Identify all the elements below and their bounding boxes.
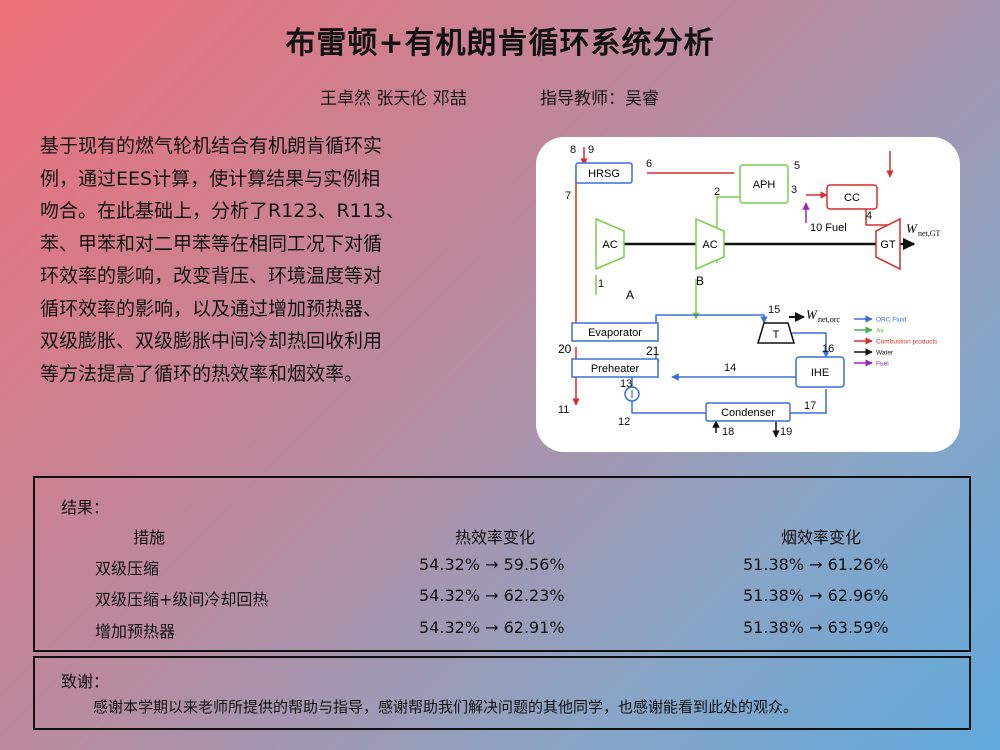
- gt-turbine: GT: [875, 217, 901, 271]
- acknowledgement-heading: 致谢：: [61, 672, 110, 691]
- svg-text:20: 20: [558, 342, 572, 356]
- hrsg-unit: HRSG: [575, 162, 633, 184]
- svg-text:8: 8: [570, 144, 576, 156]
- authors: 王卓然 张天伦 邓喆: [320, 89, 467, 109]
- condenser-unit: Condenser: [705, 402, 791, 422]
- svg-text:T: T: [773, 329, 780, 341]
- results-heading: 结果：: [61, 498, 110, 517]
- svg-text:16: 16: [822, 343, 834, 355]
- abstract-line: 双级膨胀、双级膨胀中间冷却热回收利用: [40, 330, 383, 352]
- svg-text:17: 17: [804, 400, 816, 412]
- abstract-line: 例，通过EES计算，使计算结果与实例相: [40, 167, 381, 190]
- svg-text:5: 5: [794, 160, 800, 172]
- exergy-change: 51.38% → 63.59%: [743, 618, 889, 637]
- abstract-line: 循环效率的影响，以及通过增加预热器、: [40, 297, 383, 320]
- acknowledgement-panel: 致谢： 感谢本学期以来老师所提供的帮助与指导，感谢帮助我们解决问题的其他同学，也…: [33, 656, 971, 730]
- legend-label: ORC Fluid: [876, 317, 907, 324]
- svg-text:HRSG: HRSG: [588, 168, 620, 180]
- pump: [624, 386, 640, 402]
- evaporator-unit: Evaporator: [571, 322, 659, 342]
- svg-text:19: 19: [780, 426, 792, 438]
- fuel-label: 10 Fuel: [810, 222, 847, 234]
- advisor: 指导教师：吴睿: [540, 89, 659, 109]
- ihe-unit: IHE: [795, 356, 845, 388]
- legend-label: Air: [876, 328, 885, 335]
- ac-high-pressure: AC: [695, 217, 725, 271]
- svg-text:9: 9: [588, 144, 594, 156]
- acknowledgement-text: 感谢本学期以来老师所提供的帮助与指导，感谢帮助我们解决问题的其他同学，也感谢能看…: [93, 698, 799, 716]
- thermal-change: 54.32% → 59.56%: [419, 555, 565, 574]
- thermal-change: 54.32% → 62.91%: [419, 618, 565, 637]
- svg-text:18: 18: [722, 426, 734, 438]
- exergy-change: 51.38% → 61.26%: [743, 555, 889, 574]
- ac-low-pressure: AC: [595, 217, 625, 271]
- column-header-thermal: 热效率变化: [455, 528, 536, 547]
- preheater-unit: Preheater: [571, 358, 659, 378]
- abstract-line: 吻合。在此基础上，分析了R123、R113、: [40, 200, 405, 222]
- row-measure: 双级压缩+级间冷却回热: [95, 590, 269, 609]
- svg-text:net,GT: net,GT: [918, 229, 941, 238]
- column-header-measure: 措施: [133, 528, 166, 547]
- row-measure: 双级压缩: [95, 559, 160, 578]
- column-header-exergy: 烟效率变化: [781, 528, 862, 547]
- cc-unit: CC: [826, 184, 878, 210]
- svg-text:Preheater: Preheater: [591, 363, 640, 375]
- svg-text:W: W: [906, 221, 918, 236]
- abstract-line: 基于现有的燃气轮机结合有机朗肯循环实: [40, 135, 383, 157]
- svg-text:13: 13: [620, 378, 632, 390]
- svg-text:11: 11: [558, 404, 569, 416]
- svg-text:15: 15: [768, 304, 780, 316]
- svg-text:7: 7: [565, 190, 571, 202]
- legend-label: Fuel: [876, 361, 889, 368]
- svg-text:4: 4: [866, 210, 872, 222]
- svg-text:B: B: [696, 274, 704, 288]
- svg-text:A: A: [626, 288, 634, 302]
- orc-turbine: T: [756, 322, 796, 344]
- abstract: 基于现有的燃气轮机结合有机朗肯循环实 例，通过EES计算，使计算结果与实例相 吻…: [40, 130, 480, 390]
- cycle-diagram: HRSG APH CC AC AC GT Evaporator Preheate…: [536, 137, 960, 452]
- poster-title: 布雷顿+有机朗肯循环系统分析: [285, 26, 715, 61]
- orc-work-label: W net,orc: [806, 307, 840, 324]
- svg-text:GT: GT: [880, 239, 896, 251]
- thermal-change: 54.32% → 62.23%: [419, 586, 565, 605]
- row-measure: 增加预热器: [95, 622, 176, 641]
- legend-label: Water: [876, 350, 894, 357]
- svg-text:net,orc: net,orc: [818, 315, 840, 324]
- cycle-diagram-svg: HRSG APH CC AC AC GT Evaporator Preheate…: [558, 144, 941, 438]
- gt-work-label: W net,GT: [906, 221, 941, 238]
- abstract-line: 环效率的影响，改变背压、环境温度等对: [40, 265, 383, 287]
- svg-text:W: W: [806, 307, 818, 322]
- svg-text:14: 14: [724, 362, 736, 374]
- abstract-line: 苯、甲苯和对二甲苯等在相同工况下对循: [40, 232, 383, 255]
- svg-text:12: 12: [618, 416, 630, 428]
- svg-text:Condenser: Condenser: [721, 407, 775, 419]
- results-panel: 结果： 措施 热效率变化 烟效率变化 双级压缩 54.32% → 59.56% …: [33, 476, 971, 652]
- exergy-change: 51.38% → 62.96%: [743, 586, 889, 605]
- svg-text:21: 21: [646, 344, 660, 358]
- state-labels: 8 9 6 7 5 2 3 4 1 15 16 14 17 13 12 18 1…: [558, 144, 872, 438]
- water-flows: [712, 420, 780, 438]
- legend-label: Combustion products: [876, 339, 938, 346]
- state-labels-large: 20 21 A B: [558, 274, 704, 358]
- svg-text:AC: AC: [602, 239, 617, 251]
- svg-text:3: 3: [791, 184, 797, 196]
- aph-unit: APH: [739, 164, 789, 204]
- abstract-line: 等方法提高了循环的热效率和烟效率。: [40, 362, 364, 385]
- svg-text:Evaporator: Evaporator: [588, 327, 642, 339]
- svg-text:1: 1: [598, 278, 604, 290]
- svg-text:6: 6: [646, 158, 652, 170]
- svg-text:APH: APH: [753, 179, 776, 191]
- svg-text:CC: CC: [844, 192, 860, 204]
- svg-text:AC: AC: [702, 239, 717, 251]
- svg-text:IHE: IHE: [811, 367, 829, 379]
- svg-text:2: 2: [714, 186, 720, 198]
